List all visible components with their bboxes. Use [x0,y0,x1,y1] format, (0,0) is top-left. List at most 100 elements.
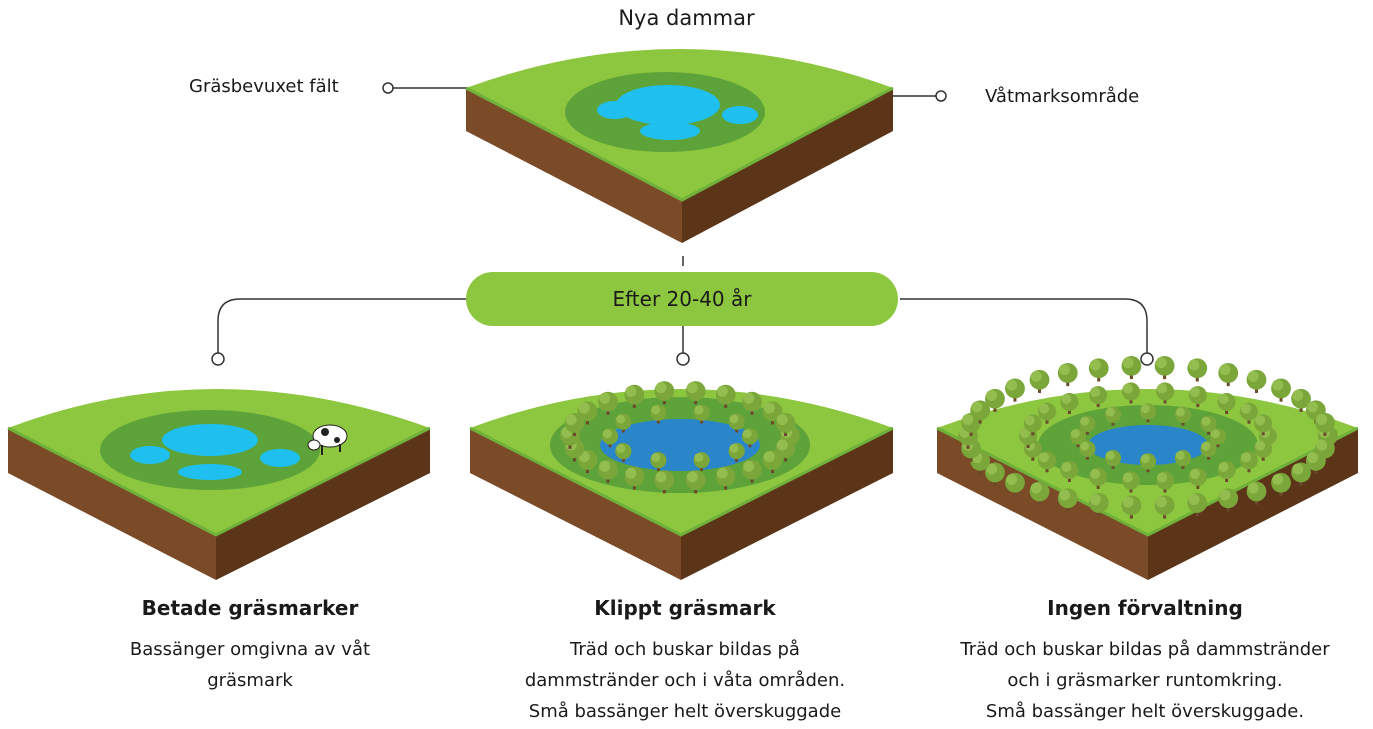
tree-icon [1200,415,1217,435]
tree-icon [577,401,598,425]
tree-icon [1005,472,1025,496]
pond [130,446,170,464]
tree-icon [1156,382,1175,404]
tree-icon [693,452,710,471]
tree-icon [693,404,710,424]
tree-icon [762,450,783,474]
tree-icon [1254,414,1273,436]
desc-line: Träd och buskar bildas på dammstränder [960,639,1330,660]
desc-line: dammstränder och i våta områden. [524,670,846,691]
tree-icon [1029,369,1050,393]
callout-label-wetland: Våtmarksområde [985,86,1140,107]
tree-icon [742,391,762,415]
tile-mown [469,381,894,580]
tile-unmanaged [936,355,1359,580]
cow-icon [307,424,348,455]
tree-icon [615,413,632,433]
tree-icon [1187,358,1208,382]
tree-icon [1104,449,1122,469]
tile-soil-right [682,88,893,243]
tree-icon [1174,449,1192,469]
desc-line: Bassänger omgivna av våt gräsmark [129,639,371,691]
tree-icon [615,442,632,462]
tree-cluster [958,355,1338,519]
tree-icon [624,384,645,408]
tree-icon [1139,453,1157,473]
tree-icon [715,466,736,490]
pond-large [616,85,720,125]
tree-icon [1188,386,1207,408]
tree-icon [564,413,585,437]
tree-icon [685,470,706,494]
tree-icon [1246,369,1267,393]
tree-icon [1291,388,1311,412]
tree-icon [1079,415,1096,435]
tree-icon [775,438,796,462]
pond-small-right [722,106,758,124]
tree-icon [1139,403,1157,423]
tree-icon [598,459,618,483]
tree-icon [1060,392,1079,414]
branch-dot-right [1140,352,1154,366]
branch-dot-left [211,352,225,366]
tree-icon [1239,402,1258,424]
tree-icon [1038,402,1057,424]
tree-icon [985,388,1005,412]
panel-title-unmanaged: Ingen förvaltning [1047,596,1243,620]
tree-icon [1156,471,1175,493]
pond [600,419,760,471]
tree-icon [1104,406,1122,426]
pond [162,424,258,456]
tree-icon [1079,440,1096,460]
branch-right [900,298,1148,353]
tree-icon [1121,471,1140,493]
tree-icon [1200,440,1217,460]
pond-small-bottom [640,122,700,140]
tree-icon [715,384,736,408]
tree-icon [1088,493,1109,517]
tree-icon [577,450,598,474]
desc-line: Träd och buskar bildas på [570,639,800,660]
tree-icon [1174,406,1192,426]
tree-icon [1188,467,1207,489]
tree-icon [728,442,745,462]
tile-soil-left [466,88,682,243]
tree-icon [1305,450,1326,475]
desc-line: Små bassänger helt överskuggade. [985,701,1305,722]
timeline-pill: Efter 20-40 år [466,272,898,326]
tree-icon [1121,355,1142,380]
tree-icon [1154,495,1175,519]
tree-icon [1069,428,1087,448]
panel-title-mown: Klippt gräsmark [594,596,776,620]
tree-icon [1154,355,1175,380]
tree-icon [1089,386,1108,408]
tile-grass-edge [465,86,894,202]
branch-left [217,298,466,353]
tree-icon [1271,472,1291,496]
tree-icon [1239,451,1258,473]
tree-icon [1217,392,1236,414]
callout-dot-left [382,82,394,94]
tree-icon [650,452,667,471]
pond [260,449,300,467]
tree-icon [1209,428,1227,448]
tree-icon [1291,462,1311,486]
tree-icon [1038,451,1057,473]
pond-small-left [597,101,633,119]
branch-dot-center [676,352,690,366]
tree-icon [775,413,796,437]
panel-desc-grazed: Bassänger omgivna av våt gräsmark [90,634,410,696]
tree-icon [742,459,762,483]
tree-icon [650,404,667,424]
tree-icon [985,462,1005,486]
tree-icon [741,428,759,448]
tree-icon [1029,481,1050,505]
timeline-label: Efter 20-40 år [612,287,752,311]
tree-icon [1121,382,1140,404]
tree-icon [1023,414,1042,436]
tree-icon [1246,481,1267,505]
tree-icon [1254,439,1273,461]
tree-icon [654,470,675,494]
desc-line: Små bassänger helt överskuggade [528,701,842,722]
